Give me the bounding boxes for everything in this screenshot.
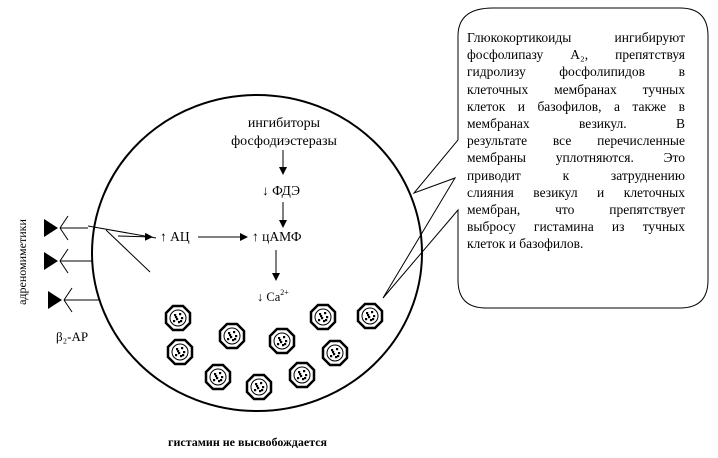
beta2-receptor-2 [44, 248, 92, 274]
histamine-granule [309, 303, 337, 331]
callout-line: слияния везикул и клеточных [467, 184, 685, 200]
bottom-caption: гистамин не высвобождается [168, 435, 328, 449]
histamine-granule [321, 339, 349, 367]
callout-line: клеток и базофилов. [467, 236, 584, 252]
histamine-granule [245, 373, 273, 401]
callout-line: фосфолипазу А₂, препятствуя [467, 47, 685, 63]
callout-line: мембраны уплотняются. Это [467, 150, 685, 166]
histamine-granule [164, 304, 192, 332]
callout-text: Глюкокортикоиды ингибируют фосфолипазу А₂… [467, 29, 685, 253]
callout-line: результате все перечисленные [467, 133, 685, 149]
callout-line: клеток и базофилов, а также в [467, 98, 685, 114]
beta2-ar-label: β₂-АР [56, 329, 88, 344]
receptor-signal-branch [87, 225, 157, 273]
beta2-receptor-1 [44, 215, 88, 241]
inhibitors-label-line-1: ингибиторы [248, 116, 321, 131]
histamine-granules [164, 302, 384, 401]
ac-label: ↑ АЦ [160, 229, 190, 244]
callout-line: мембранах везикул. В [467, 116, 685, 132]
histamine-granule [268, 327, 296, 355]
callout-line: выбросу гистамина из тучных [467, 219, 685, 235]
callout-line: клеточных мембранах тучных [467, 81, 685, 97]
pde-label: ↓ ФДЭ [262, 183, 300, 198]
histamine-granule [218, 322, 246, 350]
ca-label: ↓ Ca2+ [257, 288, 289, 304]
callout-line: гидролизу фосфолипидов в [467, 64, 685, 80]
histamine-granule [166, 338, 194, 366]
inhibitors-label-line-2: фосфодиэстеразы [231, 134, 337, 149]
callout-line: мембран, что препятствует [467, 202, 685, 218]
histamine-granule [356, 302, 384, 330]
adrenomimetics-label: адреномиметики [15, 219, 29, 305]
histamine-granule [288, 361, 316, 389]
camp-label: ↑ цАМФ [252, 229, 302, 244]
callout-line: Глюкокортикоиды ингибируют [467, 30, 685, 45]
callout-line: приводит к затруднению [467, 167, 685, 183]
histamine-granule [204, 363, 232, 391]
beta2-receptor-3 [48, 287, 100, 313]
callout-bubble [382, 7, 709, 309]
